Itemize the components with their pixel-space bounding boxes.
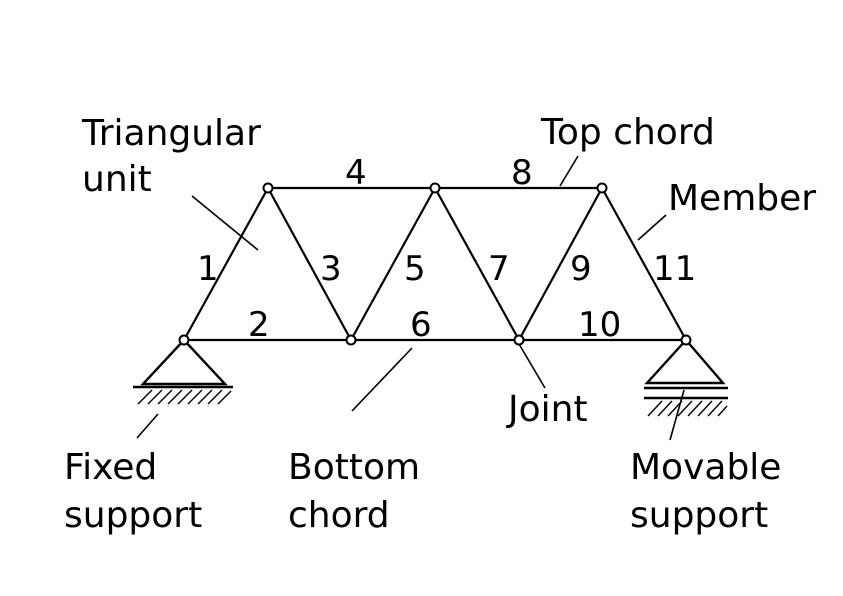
member-number-7: 7 <box>488 249 510 289</box>
leader-member <box>637 214 667 241</box>
fixed-support-symbol <box>133 338 233 405</box>
joint-circle <box>345 334 357 346</box>
leader-top-chord <box>559 155 579 187</box>
label-top-chord: Top chord <box>540 112 715 153</box>
label-member: Member <box>668 178 816 219</box>
leader-fixed-support <box>136 413 159 439</box>
member-line-5 <box>349 186 437 342</box>
joint-circle <box>513 334 525 346</box>
label-triangular-unit-2: unit <box>82 159 152 200</box>
leader-lines <box>136 155 685 441</box>
movable-support-symbol <box>644 338 728 417</box>
member-number-11: 11 <box>653 249 696 289</box>
member-line-9 <box>517 186 604 342</box>
joint-circle <box>596 182 608 194</box>
leader-movable-support <box>669 389 685 441</box>
label-fixed-support: Fixed <box>64 447 157 488</box>
label-triangular-unit: Triangular <box>81 113 261 154</box>
leader-joint <box>518 343 546 389</box>
joint-circle <box>429 182 441 194</box>
member-number-9: 9 <box>570 249 592 289</box>
label-joint: Joint <box>506 389 588 430</box>
leader-triangular-unit <box>191 195 259 251</box>
member-line-3 <box>266 186 353 342</box>
joint-circle <box>178 334 190 346</box>
member-number-8: 8 <box>511 153 533 193</box>
diagram-labels: Triangular unit Top chord Member Joint F… <box>64 112 816 536</box>
member-number-6: 6 <box>410 305 432 345</box>
label-bottom-chord: Bottom <box>288 447 420 488</box>
joint-circle <box>262 182 274 194</box>
member-number-4: 4 <box>345 153 367 193</box>
member-number-1: 1 <box>197 249 219 289</box>
member-line-1 <box>182 186 270 342</box>
member-number-2: 2 <box>248 305 270 345</box>
truss-members <box>182 186 688 342</box>
leader-bottom-chord <box>351 347 413 412</box>
label-fixed-support-2: support <box>64 495 202 536</box>
label-movable-support: Movable <box>630 447 781 488</box>
member-number-10: 10 <box>578 305 621 345</box>
label-bottom-chord-2: chord <box>288 495 390 536</box>
member-number-3: 3 <box>320 249 342 289</box>
member-number-5: 5 <box>404 249 426 289</box>
member-numbers: 1 2 3 4 5 6 7 8 9 10 11 <box>197 153 696 345</box>
member-line-11 <box>600 186 688 342</box>
member-line-7 <box>433 186 521 342</box>
joint-circle <box>680 334 692 346</box>
label-movable-support-2: support <box>630 495 768 536</box>
